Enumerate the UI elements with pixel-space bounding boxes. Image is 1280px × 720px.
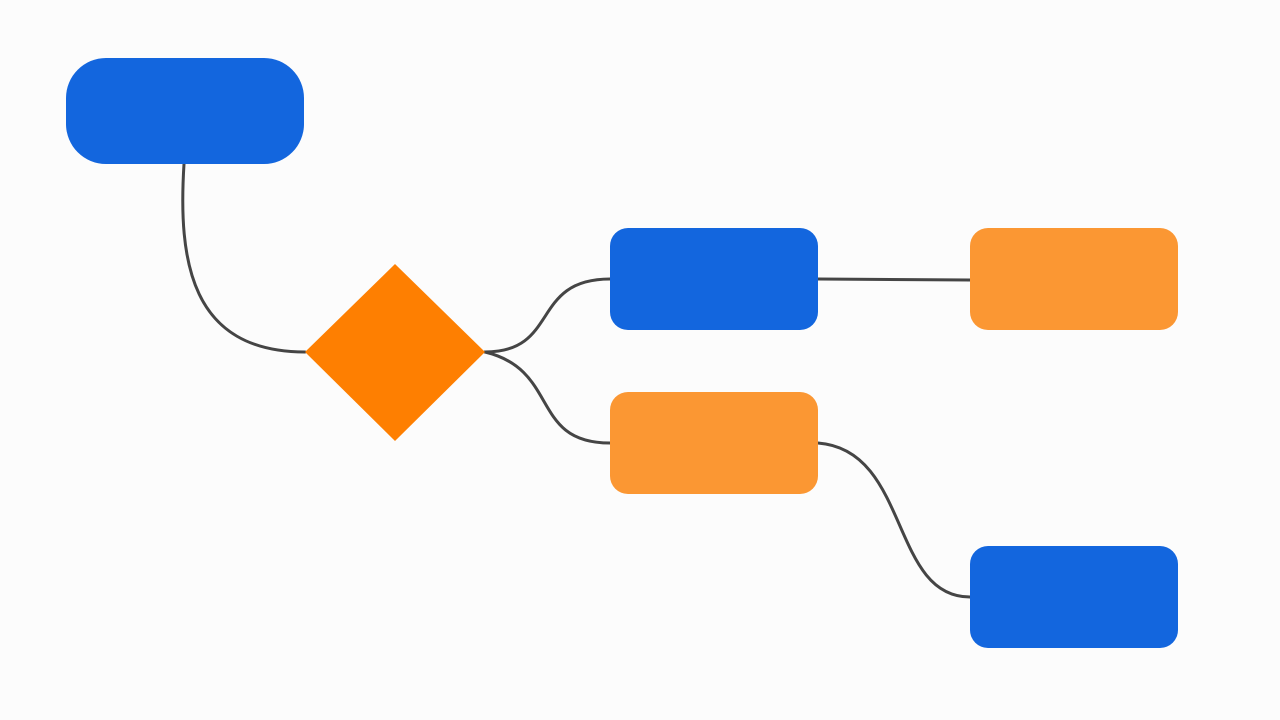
connectors: [181, 162, 972, 599]
edge-lower-branch-to-lower-end: [816, 441, 972, 599]
nodes: [66, 58, 1178, 648]
upper-end-node[interactable]: [970, 228, 1178, 330]
lower-branch-node[interactable]: [610, 392, 818, 494]
decision-node[interactable]: [305, 264, 485, 441]
lower-end-node[interactable]: [970, 546, 1178, 648]
edge-decision-to-lower-branch: [483, 350, 612, 445]
upper-branch-node[interactable]: [610, 228, 818, 330]
edge-upper-branch-to-upper-end: [816, 277, 972, 282]
edge-start-to-decision: [181, 162, 307, 354]
edge-decision-to-upper-branch: [483, 277, 612, 354]
start-node[interactable]: [66, 58, 304, 164]
